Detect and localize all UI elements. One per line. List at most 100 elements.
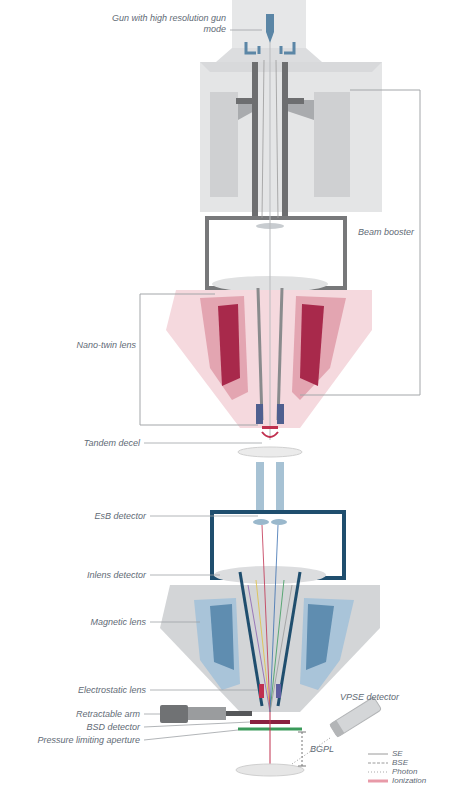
electron-gun [266, 14, 274, 43]
legend-text: BSE [392, 759, 408, 767]
tandem-decel-label: Tandem decel [84, 438, 140, 449]
legend-swatches [368, 754, 388, 781]
retractable-arm [160, 705, 188, 723]
magnetic-lens [240, 572, 262, 706]
nano-twin-lens [166, 288, 372, 428]
magnetic-lens [278, 572, 300, 706]
beam-path [262, 60, 264, 218]
leader-lines [144, 722, 250, 727]
electrostatic-lens [259, 684, 281, 698]
bsd-detector-label: BSD detector [86, 722, 140, 733]
upper-tubes [256, 462, 264, 512]
gun-housing [216, 48, 322, 62]
beam-path [270, 42, 271, 440]
vpse-detector [330, 697, 382, 737]
nano-twin-lens [278, 288, 282, 420]
legend-swatch [368, 780, 388, 783]
legend-swatch [368, 772, 388, 773]
legend-text: Photon [392, 768, 417, 776]
leader-lines [150, 622, 200, 623]
signal-rays [262, 525, 270, 712]
legend-swatch [368, 754, 388, 755]
electrostatic-lens [259, 684, 264, 698]
booster-magnet-block [210, 92, 238, 197]
beam-path [262, 42, 278, 440]
booster-magnet-block [200, 62, 382, 72]
specimen [236, 712, 304, 776]
tandem-decel [262, 432, 278, 437]
signal-rays [256, 580, 270, 712]
signal-rays [270, 585, 292, 712]
legend-swatch [368, 763, 388, 764]
signal-rays [248, 525, 292, 712]
booster-magnet-block [200, 62, 382, 212]
nano-twin-lens [277, 404, 284, 424]
leader-lines [230, 30, 262, 31]
signal-rays [248, 585, 270, 712]
esb-detector-box [253, 519, 269, 525]
magnetic-lens [210, 604, 234, 670]
leader-lines [144, 730, 238, 740]
electrostatic-lens [276, 684, 281, 698]
aperture-label: Pressure limiting aperture [37, 735, 140, 746]
legend-text: SE [392, 750, 403, 758]
retractable-arm [226, 711, 252, 716]
nano-twin-lens [166, 290, 372, 428]
bgpl-label: BGPL [310, 744, 334, 755]
leader-lines [150, 690, 258, 691]
tandem-decel [238, 447, 302, 457]
electron-gun [246, 42, 256, 53]
gun-label: Gun with high resolution gun mode [98, 13, 226, 35]
nano-twin-lens [258, 288, 262, 420]
nano-twin-lens [300, 304, 324, 386]
vpse-detector [330, 720, 345, 737]
gun-housing [216, 0, 322, 62]
bracket-lines [140, 90, 420, 425]
tandem-decel [262, 426, 278, 429]
retractable-arm [160, 705, 252, 723]
beam-booster-tube [282, 98, 304, 104]
leader-lines [150, 575, 220, 576]
leader-lines [150, 516, 258, 517]
gun-housing [232, 0, 306, 48]
legend-text: Ionization [392, 777, 426, 785]
upper-tubes [276, 462, 284, 512]
booster-magnet-block [200, 62, 382, 212]
magnetic-lens [306, 604, 334, 670]
nano-twin-lens [218, 304, 240, 386]
upper-tubes [256, 462, 284, 512]
beam-booster-tube [236, 98, 258, 104]
booster-magnet-block [314, 92, 350, 197]
esb-detector-label: EsB detector [94, 511, 146, 522]
vpse-detector-label: VPSE detector [340, 692, 399, 703]
nano-twin-lens [256, 404, 263, 424]
nano-twin-lens [292, 296, 346, 400]
esb-detector-box [271, 519, 287, 525]
bracket-lines [300, 90, 420, 395]
specimen [270, 712, 271, 766]
magnetic-lens [160, 572, 380, 712]
leader-lines [144, 714, 160, 715]
bgpl-dimension [298, 766, 306, 767]
tandem-decel [238, 426, 302, 457]
inlens-detector-label: Inlens detector [87, 570, 146, 581]
electrostatic-lens-label: Electrostatic lens [78, 685, 146, 696]
magnetic-lens-label: Magnetic lens [90, 617, 146, 628]
beam-booster-tube [282, 62, 288, 218]
esb-detector-box [212, 512, 344, 584]
signal-rays [270, 580, 284, 712]
bgpl-dimension [302, 732, 303, 766]
retractable-arm [188, 707, 226, 720]
retractable-arm-label: Retractable arm [76, 709, 140, 720]
bracket-lines [140, 294, 258, 425]
nano-twin-lens [200, 296, 248, 400]
condenser-box [207, 218, 345, 292]
beam-path [276, 60, 278, 218]
signal-rays [270, 525, 278, 712]
beam-booster-label: Beam booster [358, 227, 414, 238]
bgpl-dimension [298, 732, 306, 766]
electron-gun [284, 42, 294, 53]
leader-lines [144, 443, 262, 444]
nano-twin-lens-label: Nano-twin lens [76, 340, 136, 351]
vpse-detector [330, 697, 382, 737]
